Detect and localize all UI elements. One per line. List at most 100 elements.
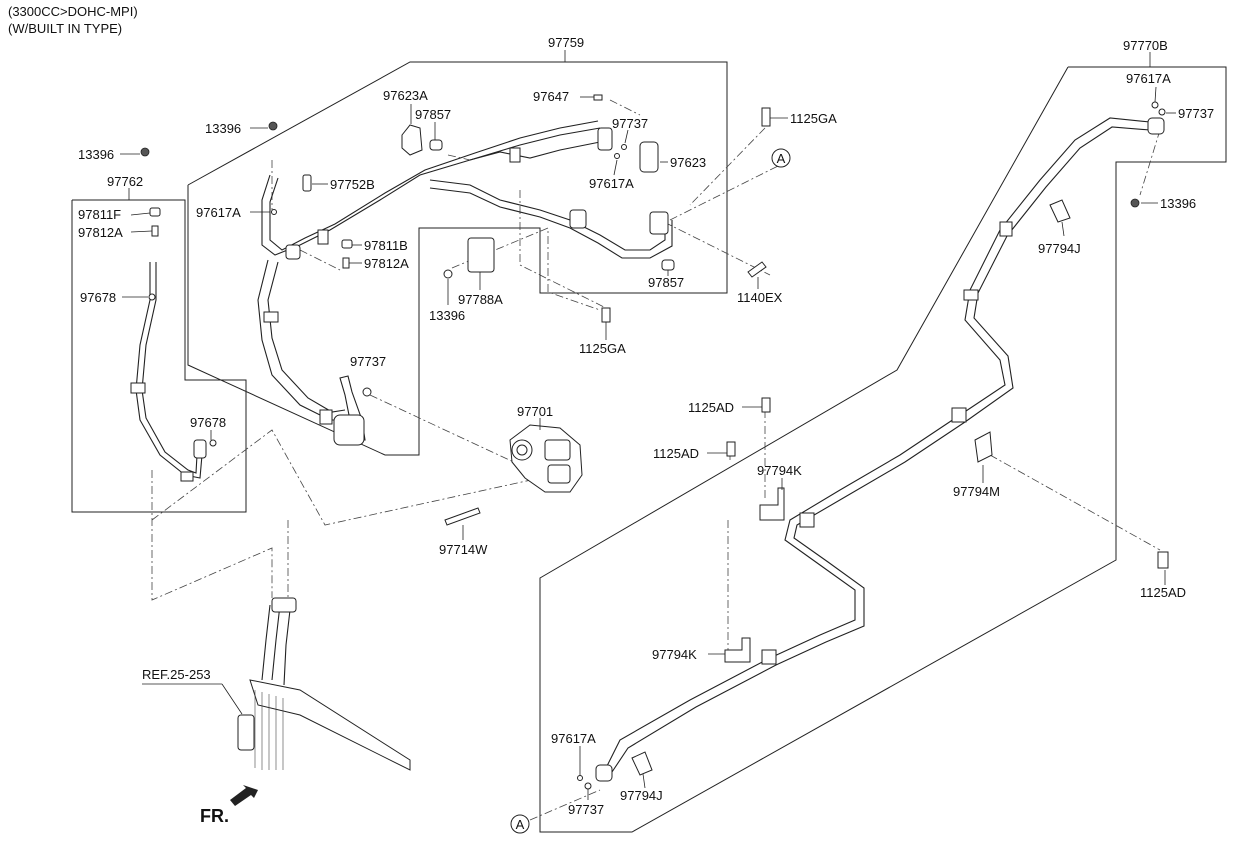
part-label-97759[interactable]: 97759 [548, 35, 584, 50]
part-label-97737[interactable]: 97737 [568, 802, 604, 817]
part-label-97678[interactable]: 97678 [190, 415, 226, 430]
bracket-97623A [401, 124, 423, 156]
part-label-97794J[interactable]: 97794J [1038, 241, 1081, 256]
part-label-97857[interactable]: 97857 [415, 107, 451, 122]
part-label-97794J[interactable]: 97794J [620, 788, 663, 803]
o-ring-97857 [661, 259, 675, 271]
cap-97811B [341, 239, 353, 249]
part-label-97811F[interactable]: 97811F [78, 207, 121, 222]
nut-13396 [140, 147, 150, 157]
part-label-97647[interactable]: 97647 [533, 89, 569, 104]
compressor-fitting [333, 414, 365, 446]
clamp-97794J [631, 751, 653, 776]
frame-97759 [187, 61, 728, 456]
part-label-97812A[interactable]: 97812A [78, 225, 123, 240]
part-label-97811B[interactable]: 97811B [364, 238, 408, 253]
front-arrow-icon [230, 785, 258, 806]
part-label-97701[interactable]: 97701 [517, 404, 553, 419]
clamps [631, 199, 1071, 776]
part-label-97794M[interactable]: 97794M [953, 484, 1000, 499]
part-label-97857[interactable]: 97857 [648, 275, 684, 290]
part-label-97812A[interactable]: 97812A [364, 256, 409, 271]
part-label-97752B[interactable]: 97752B [330, 177, 375, 192]
hose-97759 [257, 120, 673, 446]
part-label-97770B[interactable]: 97770B [1123, 38, 1168, 53]
o-ring-97617A [577, 775, 583, 781]
part-label-13396[interactable]: 13396 [1160, 196, 1196, 211]
frame-97762 [71, 199, 247, 513]
part-label-97623[interactable]: 97623 [670, 155, 706, 170]
part-label-97617A[interactable]: 97617A [551, 731, 596, 746]
part-label-1125AD[interactable]: 1125AD [688, 400, 734, 415]
condenser [237, 597, 411, 771]
part-label-1125AD[interactable]: 1125AD [1140, 585, 1186, 600]
hose-fitting [1147, 117, 1165, 135]
part-label-97794K[interactable]: 97794K [757, 463, 802, 478]
nut-13396 [443, 269, 453, 279]
ref-label[interactable]: REF.25-253 [142, 667, 211, 682]
receiver-drier-97623 [639, 141, 659, 173]
clamp-97794J [1049, 199, 1071, 223]
hose-sleeve [963, 289, 979, 301]
sensor-97752B [302, 174, 312, 192]
hose-sleeve [951, 407, 967, 423]
ref-circle-a-bottom: A [510, 814, 530, 834]
bolt-97714W [444, 507, 481, 526]
part-label-97762[interactable]: 97762 [107, 174, 143, 189]
o-ring-97737 [621, 144, 627, 150]
nut-13396 [1130, 198, 1140, 208]
bolt-97647 [593, 94, 603, 101]
bolt-1125AD [1157, 551, 1169, 569]
o-ring-97617A [614, 153, 620, 159]
part-label-97737[interactable]: 97737 [350, 354, 386, 369]
part-label-1140EX[interactable]: 1140EX [737, 290, 783, 305]
bolt-1140EX [747, 261, 767, 278]
svg-text:A: A [777, 151, 786, 166]
part-label-1125GA[interactable]: 1125GA [579, 341, 626, 356]
compressor-97701[interactable] [509, 424, 583, 493]
cap-97811F [149, 207, 161, 217]
part-label-97714W[interactable]: 97714W [439, 542, 488, 557]
hose-fitting [569, 209, 587, 229]
part-label-13396[interactable]: 13396 [429, 308, 465, 323]
hose-sleeve [999, 221, 1013, 237]
o-ring-97857 [429, 139, 443, 151]
hose-sleeve [130, 382, 146, 394]
part-label-97794K[interactable]: 97794K [652, 647, 697, 662]
o-ring-97617A [1151, 101, 1159, 109]
bolt-1125AD [761, 397, 771, 413]
bracket-97788A [467, 237, 495, 273]
part-label-1125GA[interactable]: 1125GA [790, 111, 837, 126]
o-ring-97678 [148, 293, 156, 301]
ref-circle-a-top: A [771, 148, 791, 168]
leader-lines [120, 50, 1176, 800]
part-label-13396[interactable]: 13396 [78, 147, 114, 162]
part-label-97617A[interactable]: 97617A [589, 176, 634, 191]
hose-fitting [649, 211, 669, 235]
part-label-97623A[interactable]: 97623A [383, 88, 428, 103]
valve-97812A [342, 257, 350, 269]
part-label-97678[interactable]: 97678 [80, 290, 116, 305]
part-label-97788A[interactable]: 97788A [458, 292, 503, 307]
hose-fitting [285, 244, 301, 260]
o-ring-97617A [271, 209, 277, 215]
nut-13396 [268, 121, 278, 131]
hose-fitting [193, 439, 207, 459]
hose-fitting [597, 127, 613, 151]
bolt-1125AD [726, 441, 736, 457]
clamp-97794K [759, 487, 785, 521]
hose-fitting [595, 764, 613, 782]
part-label-13396[interactable]: 13396 [205, 121, 241, 136]
part-label-97617A[interactable]: 97617A [1126, 71, 1171, 86]
part-label-97617A[interactable]: 97617A [196, 205, 241, 220]
bolt-1125GA [761, 107, 771, 127]
o-ring-97737 [362, 387, 372, 397]
part-label-1125AD[interactable]: 1125AD [653, 446, 699, 461]
bolt-1125GA [601, 307, 611, 323]
hose-97770B [577, 101, 1166, 790]
part-label-97737[interactable]: 97737 [1178, 106, 1214, 121]
part-label-97737[interactable]: 97737 [612, 116, 648, 131]
hose-sleeve [263, 311, 279, 323]
o-ring-97678 [209, 439, 217, 447]
